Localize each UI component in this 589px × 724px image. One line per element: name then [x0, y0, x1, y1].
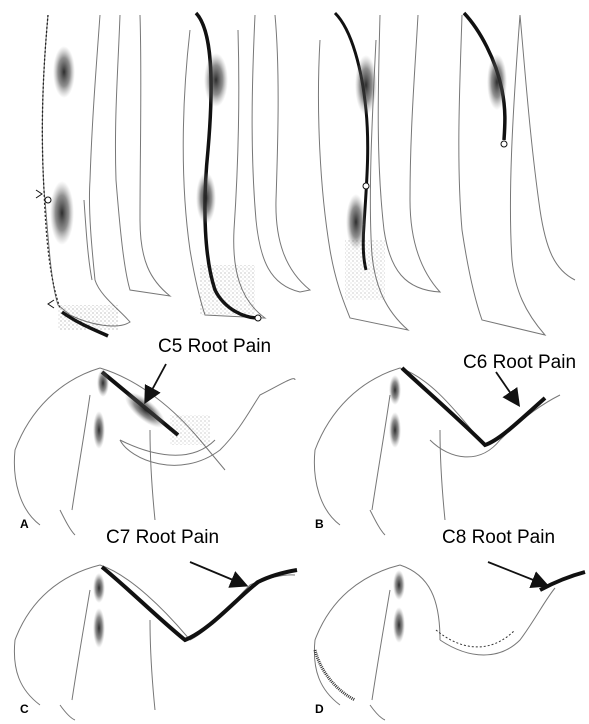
panel-a-label: A	[20, 517, 29, 531]
pain-shading	[93, 573, 105, 603]
pain-shading	[93, 608, 105, 648]
pain-path	[102, 567, 297, 640]
pain-shading	[389, 412, 401, 448]
c6-label: C6 Root Pain	[463, 352, 576, 374]
arm-panel-b	[314, 368, 560, 535]
pain-shading	[204, 53, 228, 107]
arrow	[146, 364, 166, 401]
c5-label: C5 Root Pain	[158, 336, 271, 358]
pain-path	[402, 368, 545, 445]
arrow	[496, 372, 518, 404]
leg-panel-4	[459, 13, 575, 335]
pain-shading	[93, 411, 105, 449]
arrow	[190, 562, 245, 585]
c8-label: C8 Root Pain	[442, 527, 555, 549]
c7-label: C7 Root Pain	[106, 527, 219, 549]
pain-shading	[53, 46, 75, 98]
panel-d-label: D	[315, 702, 324, 716]
pain-shading	[196, 172, 216, 224]
pain-shading	[393, 607, 405, 643]
pain-shading	[50, 181, 74, 245]
pain-path	[540, 572, 585, 590]
panel-b-label: B	[315, 517, 324, 531]
pain-shading	[389, 375, 401, 405]
panel-c-label: C	[20, 702, 29, 716]
pain-shading	[487, 54, 507, 110]
pain-shading	[355, 55, 377, 115]
arrow	[488, 562, 546, 585]
pain-path	[315, 650, 355, 700]
pain-shading	[97, 369, 109, 397]
arm-panel-a	[14, 368, 295, 535]
pain-shading	[119, 386, 170, 433]
pain-shading	[393, 570, 405, 600]
